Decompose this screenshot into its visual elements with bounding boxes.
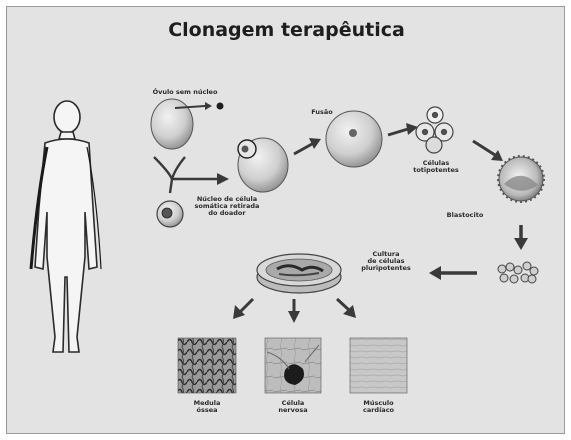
label-medula: Medula óssea: [178, 400, 236, 414]
arrow-to-bone: [240, 299, 253, 312]
page-title: Clonagem terapêutica: [7, 19, 566, 41]
fused-egg: [326, 111, 382, 167]
separated-cells: [498, 262, 538, 283]
totipotent-cells: [416, 107, 453, 153]
arrow-to-muscle: [337, 299, 349, 310]
arrow-to-blastocyst-head: [491, 150, 503, 161]
label-musculo: Músculo cardíaco: [350, 400, 407, 414]
arrow-to-fused: [294, 144, 312, 154]
diagram-frame: Clonagem terapêutica Óvulo sem núcleo Nú…: [6, 6, 565, 434]
label-fusao: Fusão: [305, 109, 339, 116]
arrow-to-totipotent: [388, 129, 408, 135]
cardiac-muscle-image: [350, 338, 407, 393]
removed-nucleus: [217, 103, 224, 110]
merge-arrow: [154, 157, 217, 193]
petri-dish: [257, 254, 341, 293]
donor-nucleus: [162, 208, 172, 218]
label-nervosa: Célula nervosa: [265, 400, 321, 414]
diagram-canvas: [7, 7, 566, 435]
arrow-to-blastocyst: [473, 141, 495, 155]
label-blastocito: Blastocito: [440, 212, 490, 219]
arrow-to-nerve-head: [288, 311, 300, 323]
arrow-down-head: [514, 238, 528, 250]
label-ovulo: Óvulo sem núcleo: [135, 89, 235, 96]
nerve-cell-image: [265, 338, 321, 393]
merge-arrowhead: [217, 173, 229, 185]
label-cultura: Cultura de células pluripotentes: [348, 251, 424, 271]
label-nucleo: Núcleo de célula somática retirada do do…: [181, 196, 273, 216]
bone-marrow-image: [178, 338, 236, 393]
label-totipotentes: Células totipotentes: [408, 160, 464, 174]
nucleus-removal-arrowhead: [205, 102, 212, 110]
human-figure: [31, 101, 101, 352]
arrow-to-culture-head: [429, 266, 441, 280]
fused-nucleus: [349, 129, 357, 137]
